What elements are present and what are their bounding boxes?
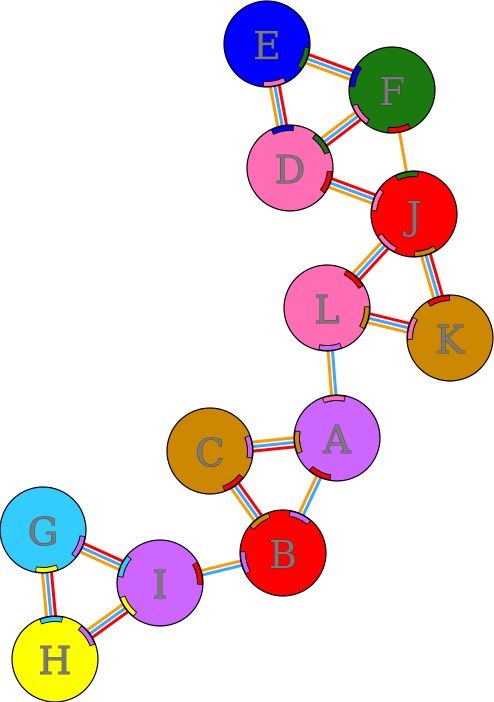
edge-port-L-K [360,307,370,329]
edge-port-D-F [313,134,329,154]
edge-port-K-L [407,317,417,339]
edge-port-L-J [344,270,363,288]
edge-port-A-C [295,431,302,453]
node-label-g: G [28,510,58,554]
edge-port-D-J [321,171,332,193]
edge-port-K-J [428,296,450,306]
edge-port-I-G [118,556,131,577]
edge-port-H-G [40,617,63,624]
edge-port-I-B [193,562,203,584]
edge-port-G-I [72,536,85,557]
edge-port-F-J [388,124,410,133]
edge-port-A-B [310,467,331,480]
edge-port-B-C [250,513,270,529]
edge-port-G-H [35,565,58,572]
edge-port-E-F [298,47,309,69]
edge-port-A-L [323,396,345,403]
edge-port-B-A [289,511,310,524]
edge-port-F-E [350,65,361,87]
node-label-e: E [253,24,281,68]
edge-port-J-F [396,171,418,180]
edge-port-J-K [414,246,436,256]
node-label-j: J [402,194,421,238]
node-label-h: H [38,639,71,683]
edge-port-I-H [120,596,137,616]
edge-port-F-D [353,104,369,124]
edge-port-B-I [240,552,250,574]
edge-port-H-I [78,626,95,646]
edge-port-L-A [319,343,341,350]
edge-port-C-B [223,475,243,491]
node-label-b: B [269,533,297,577]
node-label-f: F [379,70,405,114]
node-label-a: A [322,418,351,462]
node-label-k: K [436,318,465,362]
node-label-d: D [275,148,305,192]
node-label-c: C [195,431,224,475]
edge-port-D-E [271,126,294,134]
edge-port-J-L [378,234,397,252]
edge-port-E-D [263,78,286,86]
node-label-i: I [152,563,167,607]
edge-port-J-D [372,189,383,211]
edge-port-C-A [245,436,252,458]
node-label-l: L [314,288,339,332]
